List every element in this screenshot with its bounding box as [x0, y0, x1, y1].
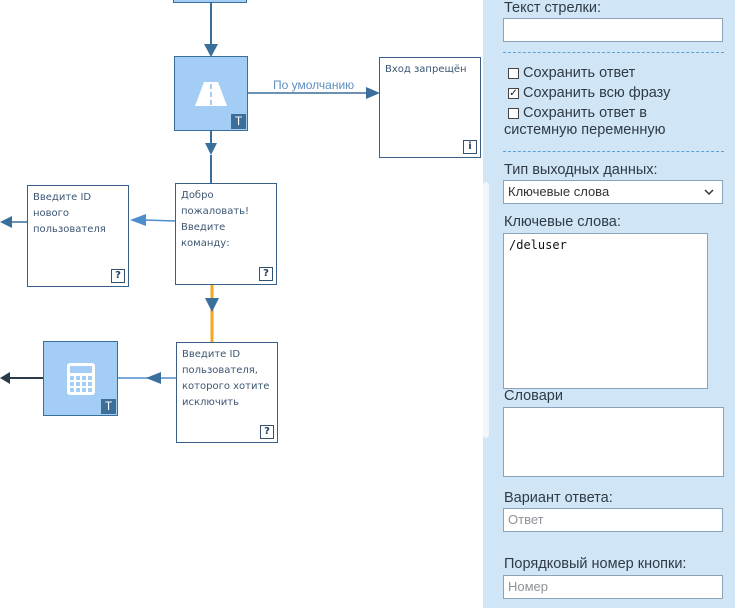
node-text-line: Добро — [181, 190, 214, 201]
arrowhead-exclude-calc — [146, 372, 161, 384]
dictionaries-listbox[interactable] — [503, 407, 724, 477]
arrowhead-left-bottom — [0, 372, 10, 384]
save-phrase-label[interactable]: Сохранить всю фразу — [523, 85, 671, 101]
calculator-icon — [66, 362, 95, 395]
answer-variant-label: Вариант ответа: — [504, 490, 613, 506]
node-text-line: Введите — [181, 222, 226, 233]
switch-node[interactable]: T — [174, 56, 248, 131]
keywords-textarea[interactable]: /deluser — [503, 233, 708, 389]
arrow-text-input[interactable] — [503, 18, 723, 42]
panel-scrollbar[interactable] — [483, 182, 489, 438]
output-type-value: Ключевые слова — [508, 184, 610, 199]
top-node-partial[interactable] — [173, 0, 247, 3]
arrowhead-top — [204, 44, 218, 57]
save-answer-checkbox[interactable] — [508, 68, 519, 79]
answer-variant-input[interactable]: Ответ — [503, 508, 723, 532]
text-badge-icon[interactable]: T — [231, 114, 246, 129]
save-sysvar-label-line2[interactable]: системную переменную — [504, 122, 666, 138]
arrowhead-welcome-newuser — [130, 214, 146, 226]
node-text-line: Введите ID — [182, 349, 241, 360]
arrowhead-default — [366, 87, 380, 99]
question-icon[interactable]: ? — [259, 267, 273, 281]
info-icon[interactable]: i — [463, 140, 477, 154]
arrowhead-switch-welcome — [205, 143, 217, 155]
node-text-line: которого хотите — [182, 381, 270, 392]
node-text-line: пожаловать! — [181, 206, 250, 217]
save-sysvar-checkbox[interactable] — [508, 108, 519, 119]
question-icon[interactable]: ? — [111, 269, 125, 283]
divider — [503, 52, 724, 53]
node-text-line: исключить — [182, 397, 239, 408]
calculator-node[interactable]: T — [43, 341, 118, 416]
button-number-input[interactable]: Номер — [503, 575, 723, 599]
dictionaries-label: Словари — [504, 388, 563, 404]
chevron-down-icon — [704, 189, 714, 196]
node-new-user-id[interactable]: Введите ID нового пользователя ? — [27, 185, 129, 287]
save-sysvar-label-line1[interactable]: Сохранить ответ в — [523, 105, 647, 121]
node-text: Вход запрещён — [385, 64, 467, 75]
node-text-line: Введите ID — [33, 192, 92, 203]
text-badge-icon[interactable]: T — [101, 399, 116, 414]
road-icon — [195, 81, 227, 106]
flow-connections — [0, 3, 380, 384]
divider — [503, 151, 724, 152]
node-text-line: нового — [33, 208, 70, 219]
node-exclude-user-id[interactable]: Введите ID пользователя, которого хотите… — [176, 342, 278, 443]
node-welcome[interactable]: Добро пожаловать! Введите команду: ? — [175, 183, 277, 285]
node-text-line: пользователя, — [182, 365, 258, 376]
connector-welcome-newuser — [143, 219, 177, 222]
button-number-label: Порядковый номер кнопки: — [504, 556, 687, 572]
node-text-line: команду: — [181, 238, 230, 249]
output-type-select[interactable]: Ключевые слова — [503, 180, 723, 204]
node-access-denied[interactable]: Вход запрещён i — [379, 57, 481, 158]
keywords-label: Ключевые слова: — [504, 214, 621, 230]
node-text-line: пользователя — [33, 224, 106, 235]
edge-default-label[interactable]: По умолчанию — [273, 78, 355, 92]
arrowhead-orange — [205, 298, 219, 312]
arrowhead-left-top — [0, 216, 12, 228]
output-type-label: Тип выходных данных: — [504, 162, 658, 178]
save-phrase-checkbox[interactable]: ✓ — [508, 88, 519, 99]
question-icon[interactable]: ? — [260, 425, 274, 439]
flow-canvas[interactable]: T По умолчанию Вход запрещён i Добро пож… — [0, 0, 483, 608]
arrow-text-label: Текст стрелки: — [504, 0, 602, 16]
save-answer-label[interactable]: Сохранить ответ — [523, 65, 636, 81]
